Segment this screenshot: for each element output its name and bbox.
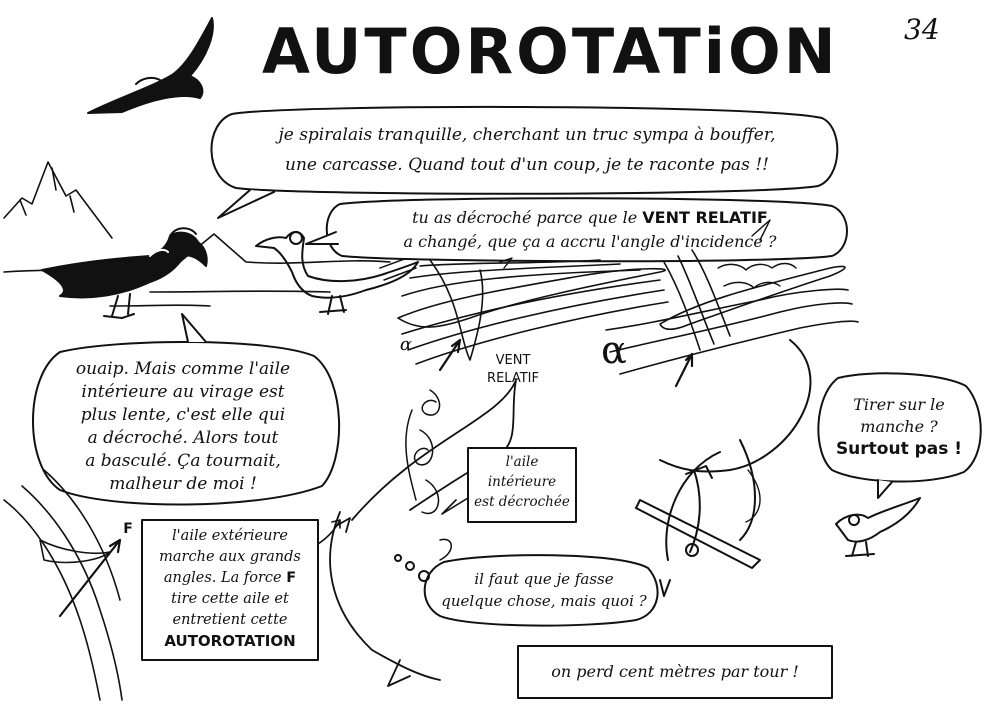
relatif-label: RELATIF	[487, 371, 539, 386]
wing-cross-section	[635, 339, 812, 597]
speech-balloon-reply	[32, 313, 341, 506]
alpha-small-label: α	[399, 334, 413, 355]
soaring-vulture-icon	[87, 17, 214, 114]
small-bird-line-1: Tirer sur le	[853, 395, 945, 414]
box-meter-loss	[517, 645, 833, 699]
inner-wing-line-3: est décrochée	[474, 494, 570, 510]
outer-wing-line-2: marche aux grands	[159, 549, 301, 565]
inner-wing-box-text: l'aile intérieure est décrochée	[470, 452, 574, 512]
reply-line-3: plus lente, c'est elle qui	[80, 405, 286, 425]
force-f-letter: F	[286, 570, 297, 586]
condor-speech-line-2: une carcasse. Quand tout d'un coup, je t…	[285, 155, 769, 175]
turbulence-wisps	[405, 389, 452, 561]
small-bird-line-3: Surtout pas !	[835, 439, 963, 459]
question-line-1-pre: tu as décroché parce que le	[412, 208, 638, 227]
vent-label: VENT	[495, 353, 531, 368]
autorotation-emphasis: AUTOROTATION	[164, 632, 296, 650]
question-line-1: tu as décroché parce que le VENT RELATIF	[330, 206, 850, 230]
outer-wing-line-4: tire cette aile et	[171, 591, 289, 607]
spin-trajectory	[329, 379, 517, 687]
page-title: AUTOROTATiON	[262, 15, 839, 88]
force-f-label: F	[123, 521, 133, 537]
airfoil-diagram-2	[605, 219, 859, 388]
outer-wing-line-3-text: angles. La force	[163, 570, 282, 586]
reply-line-6: malheur de moi !	[109, 474, 257, 494]
reply-line-4: a décroché. Alors tout	[87, 428, 279, 448]
force-diagram-lines	[3, 469, 123, 701]
reply-line-1: ouaip. Mais comme l'aile	[75, 359, 291, 379]
vent-relatif-emphasis: VENT RELATIF	[642, 208, 768, 227]
small-pilot-bird-icon	[835, 497, 921, 557]
page-number: 34	[904, 13, 940, 46]
box-outer-wing	[141, 519, 319, 661]
speech-balloon-small-bird	[817, 372, 982, 499]
question-line-2: a changé, que ça a accru l'angle d'incid…	[403, 232, 777, 251]
thought-line-1: il faut que je fasse	[474, 570, 614, 588]
speech-balloon-question	[305, 197, 848, 263]
thought-balloon	[394, 554, 659, 627]
outer-wing-line-1: l'aile extérieure	[172, 528, 288, 544]
vent-relatif-label: VENT RELATIF	[468, 352, 558, 388]
thought-text: il faut que je fasse quelque chose, mais…	[428, 568, 660, 612]
small-bird-speech-text: Tirer sur le manche ? Surtout pas !	[818, 394, 980, 460]
small-bird-line-2: manche ?	[860, 417, 938, 436]
condor-speech-line-1: je spiralais tranquille, cherchant un tr…	[278, 125, 776, 145]
condor-icon	[41, 227, 208, 319]
alpha-big-label: α	[601, 328, 627, 372]
outer-wing-line-3: angles. La force F	[144, 568, 316, 589]
meter-loss-text: on perd cent mètres par tour !	[551, 662, 799, 681]
reply-line-5: a basculé. Ça tournait,	[85, 451, 281, 471]
airfoil-diagram-1	[397, 257, 669, 372]
question-speech-text: tu as décroché parce que le VENT RELATIF…	[330, 206, 850, 254]
inner-wing-line-1: l'aile	[505, 454, 539, 470]
reply-speech-text: ouaip. Mais comme l'aile intérieure au v…	[40, 358, 326, 496]
outer-wing-box-text: l'aile extérieure marche aux grands angl…	[144, 526, 316, 652]
reply-line-2: intérieure au virage est	[81, 382, 285, 402]
pilot-bird-icon	[255, 231, 419, 315]
thought-line-2: quelque chose, mais quoi ?	[441, 592, 647, 610]
outer-wing-line-5: entretient cette	[172, 612, 288, 628]
speech-balloon-condor	[210, 105, 839, 219]
box-inner-wing	[467, 447, 577, 523]
condor-speech-text: je spiralais tranquille, cherchant un tr…	[222, 120, 832, 180]
inner-wing-line-2: intérieure	[487, 474, 557, 490]
